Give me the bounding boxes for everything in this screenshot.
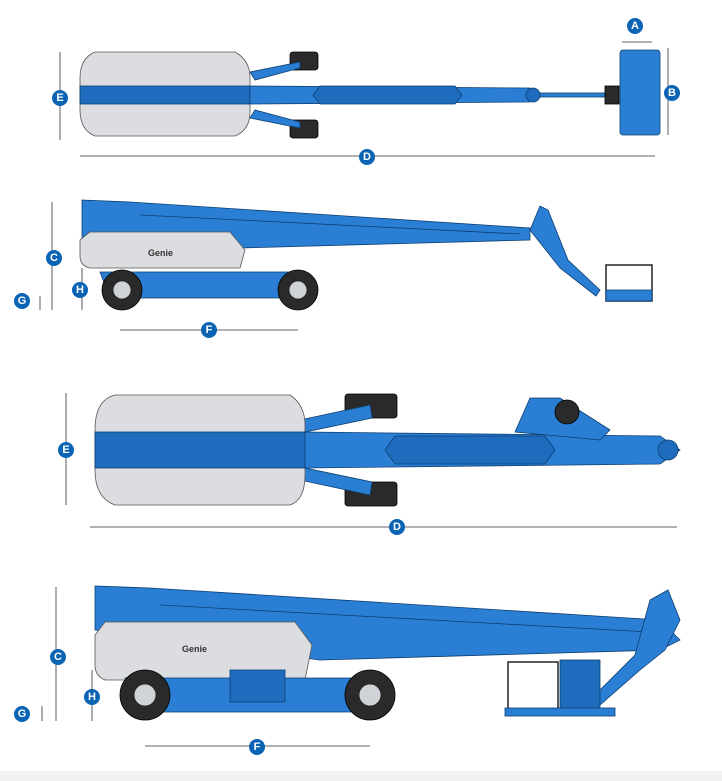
- platform-rail: [507, 661, 559, 713]
- dimension-badge-d: D: [389, 519, 405, 535]
- rotator: [554, 399, 580, 425]
- boom-detail: [139, 214, 521, 235]
- wheel-hub: [112, 280, 132, 300]
- badge-label: E: [56, 92, 63, 104]
- dimension-badge-g: G: [14, 293, 30, 309]
- axle-arm: [249, 61, 301, 129]
- dimension-badge-e: E: [58, 442, 74, 458]
- boom-section: [384, 435, 556, 465]
- dimension-badge-e: E: [52, 90, 68, 106]
- dimension-badge-d: D: [359, 149, 375, 165]
- dimension-badge-g: G: [14, 706, 30, 722]
- dimension-badge-h: H: [72, 282, 88, 298]
- dimension-badge-b: B: [664, 85, 680, 101]
- counterweight: [94, 621, 313, 681]
- boom-detail: [159, 604, 651, 633]
- badge-label: C: [50, 252, 58, 264]
- badge-label: B: [668, 87, 676, 99]
- badge-label: E: [62, 444, 69, 456]
- side-view-1: Genie C G H F: [14, 199, 653, 338]
- platform: [504, 707, 616, 717]
- dimension-badge-f: F: [201, 322, 217, 338]
- footer-band: [0, 771, 722, 781]
- turntable: [79, 85, 251, 105]
- turntable: [94, 431, 306, 469]
- platform: [605, 289, 653, 302]
- genie-logo: Genie: [182, 644, 207, 654]
- dimension-badge-h: H: [84, 689, 100, 705]
- dimension-badge-c: C: [46, 250, 62, 266]
- genie-logo: Genie: [148, 248, 173, 258]
- platform: [619, 49, 661, 136]
- dimension-badge-a: A: [627, 18, 643, 34]
- chassis-box: [229, 669, 286, 703]
- badge-label: C: [54, 651, 62, 663]
- badge-label: G: [18, 295, 27, 307]
- top-view-1: A B D E: [52, 18, 680, 165]
- badge-label: F: [206, 324, 213, 336]
- badge-label: D: [363, 151, 371, 163]
- badge-label: A: [631, 20, 639, 32]
- boom-section: [312, 85, 463, 105]
- badge-label: D: [393, 521, 401, 533]
- badge-label: H: [76, 284, 84, 296]
- top-view-2: E D: [58, 393, 681, 535]
- counterweight: [79, 231, 246, 269]
- rotator: [604, 85, 620, 105]
- jib: [539, 92, 606, 98]
- jib-pivot: [525, 87, 541, 103]
- badge-label: F: [254, 741, 261, 753]
- jib: [589, 589, 681, 706]
- wheel-hub: [358, 683, 382, 707]
- wheel-hub: [133, 683, 157, 707]
- badge-label: H: [88, 691, 96, 703]
- rotator-assembly: [559, 659, 601, 716]
- jib: [529, 205, 601, 297]
- jib-pivot: [657, 439, 679, 461]
- dimension-badge-c: C: [50, 649, 66, 665]
- wheel-hub: [288, 280, 308, 300]
- side-view-2: Genie C G H F: [14, 585, 681, 755]
- badge-label: G: [18, 708, 27, 720]
- dimension-badge-f: F: [249, 739, 265, 755]
